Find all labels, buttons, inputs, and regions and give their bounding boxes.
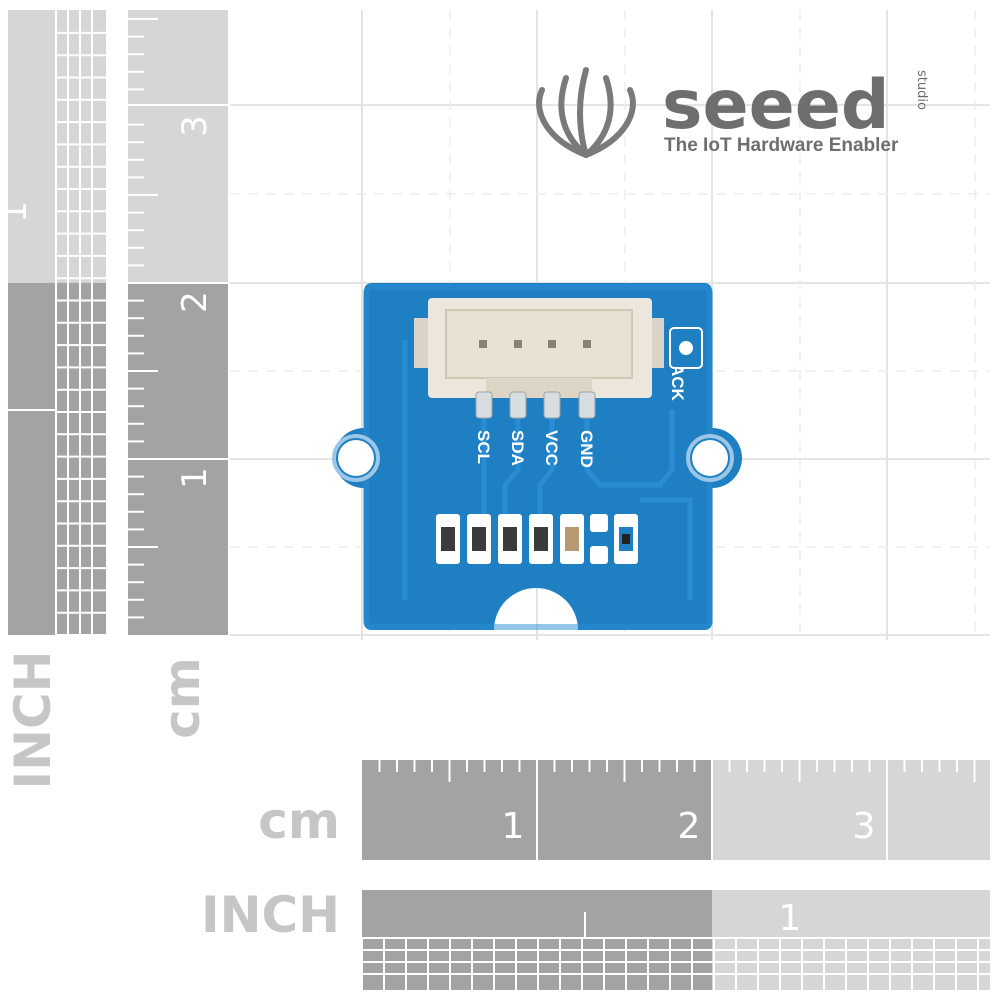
vertical-inch-label: INCH — [4, 651, 62, 790]
horizontal-cm-number-3: 3 — [853, 806, 876, 847]
horizontal-cm-number-2: 2 — [678, 806, 701, 847]
pin-label-vcc: VCC — [542, 430, 561, 466]
horizontal-inch-label: INCH — [201, 886, 340, 944]
vertical-cm-label: cm — [153, 657, 211, 739]
pin-label-gnd: GND — [577, 430, 596, 468]
vertical-inch-ruler: 1 — [0, 10, 106, 636]
smd-components — [436, 514, 638, 564]
grove-sensor-board: SCL SDA VCC GND ACK — [332, 283, 742, 630]
vertical-cm-number-1: 1 — [175, 467, 215, 489]
horizontal-cm-number-1: 1 — [502, 806, 525, 847]
pin-label-sda: SDA — [508, 430, 527, 466]
vertical-cm-ruler: 1 2 3 — [128, 10, 228, 635]
edge-label-ack: ACK — [668, 364, 687, 402]
seeed-logo: seeed studio The IoT Hardware Enabler — [536, 66, 929, 158]
vertical-inch-number: 1 — [0, 201, 35, 223]
mounting-hole-left — [338, 440, 374, 476]
grove-connector — [414, 298, 664, 398]
horizontal-cm-ruler: 1 2 3 — [362, 760, 990, 860]
pcb-traces — [402, 340, 693, 600]
seeed-wordmark: seeed — [662, 66, 890, 145]
seeed-tagline: The IoT Hardware Enabler — [664, 135, 899, 156]
vertical-cm-number-3: 3 — [175, 115, 215, 137]
connector-pins — [475, 391, 596, 419]
horizontal-inch-ruler: 1 — [361, 890, 990, 990]
vertical-cm-number-2: 2 — [175, 291, 215, 313]
pin-label-scl: SCL — [474, 430, 493, 464]
seeed-petal-icon — [536, 67, 636, 158]
seeed-studio-mark: studio — [914, 70, 929, 110]
horizontal-inch-number: 1 — [779, 898, 802, 939]
mounting-hole-right — [692, 440, 728, 476]
horizontal-cm-label: cm — [258, 792, 340, 850]
